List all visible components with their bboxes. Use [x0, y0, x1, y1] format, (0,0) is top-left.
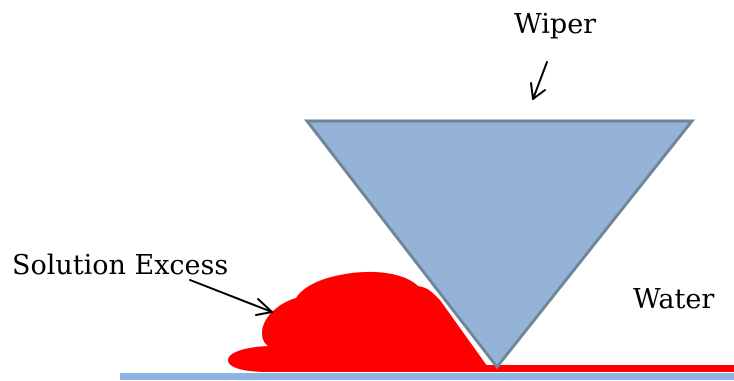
wiper-arrow	[530, 61, 548, 100]
wiper-triangle	[303, 119, 696, 370]
solution-film	[480, 365, 734, 372]
wiper-label: Wiper	[514, 9, 596, 40]
solution-excess-arrow	[189, 279, 273, 316]
water-label: Water	[633, 284, 714, 315]
solution-excess-blob	[228, 271, 490, 372]
substrate	[120, 373, 734, 380]
solution-excess-label: Solution Excess	[12, 250, 228, 281]
